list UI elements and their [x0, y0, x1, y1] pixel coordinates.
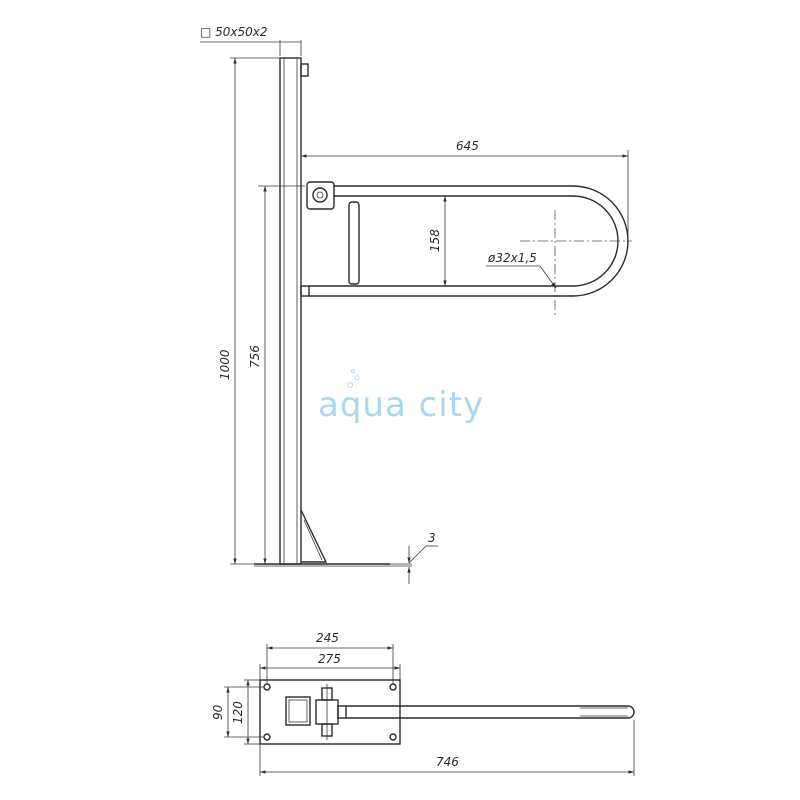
dim-90: 90 — [211, 704, 225, 720]
dim-120: 120 — [231, 701, 245, 724]
dim-275: 275 — [318, 652, 341, 666]
dim-tube: ø32x1,5 — [487, 251, 537, 265]
dim-3: 3 — [428, 531, 436, 545]
profile-label: □ 50x50x2 — [200, 25, 268, 39]
watermark-text: aqua city — [318, 385, 484, 425]
mounting-plate — [259, 679, 401, 745]
dim-645: 645 — [456, 139, 479, 153]
dim-756: 756 — [248, 345, 262, 368]
post-section — [285, 696, 311, 726]
mounting-hole — [389, 683, 397, 691]
base-gusset — [300, 509, 328, 563]
plan-dimensions: 245 275 90 120 746 — [211, 631, 635, 776]
dim-1000: 1000 — [218, 349, 232, 380]
front-view — [254, 57, 632, 567]
rail-crossbar — [348, 201, 360, 285]
watermark-logo: aqua city — [318, 369, 484, 425]
dim-746: 746 — [436, 755, 459, 769]
plan-view — [259, 679, 635, 745]
dim-245: 245 — [316, 631, 339, 645]
hinge-bracket — [306, 181, 335, 210]
dim-158: 158 — [428, 229, 442, 252]
mounting-hole — [263, 733, 271, 741]
mounting-hole — [389, 733, 397, 741]
post — [279, 57, 302, 565]
mounting-hole — [263, 683, 271, 691]
front-dimensions: □ 50x50x2 645 1000 756 158 ø32x1,5 3 — [200, 25, 629, 584]
rail-plan — [346, 705, 635, 719]
